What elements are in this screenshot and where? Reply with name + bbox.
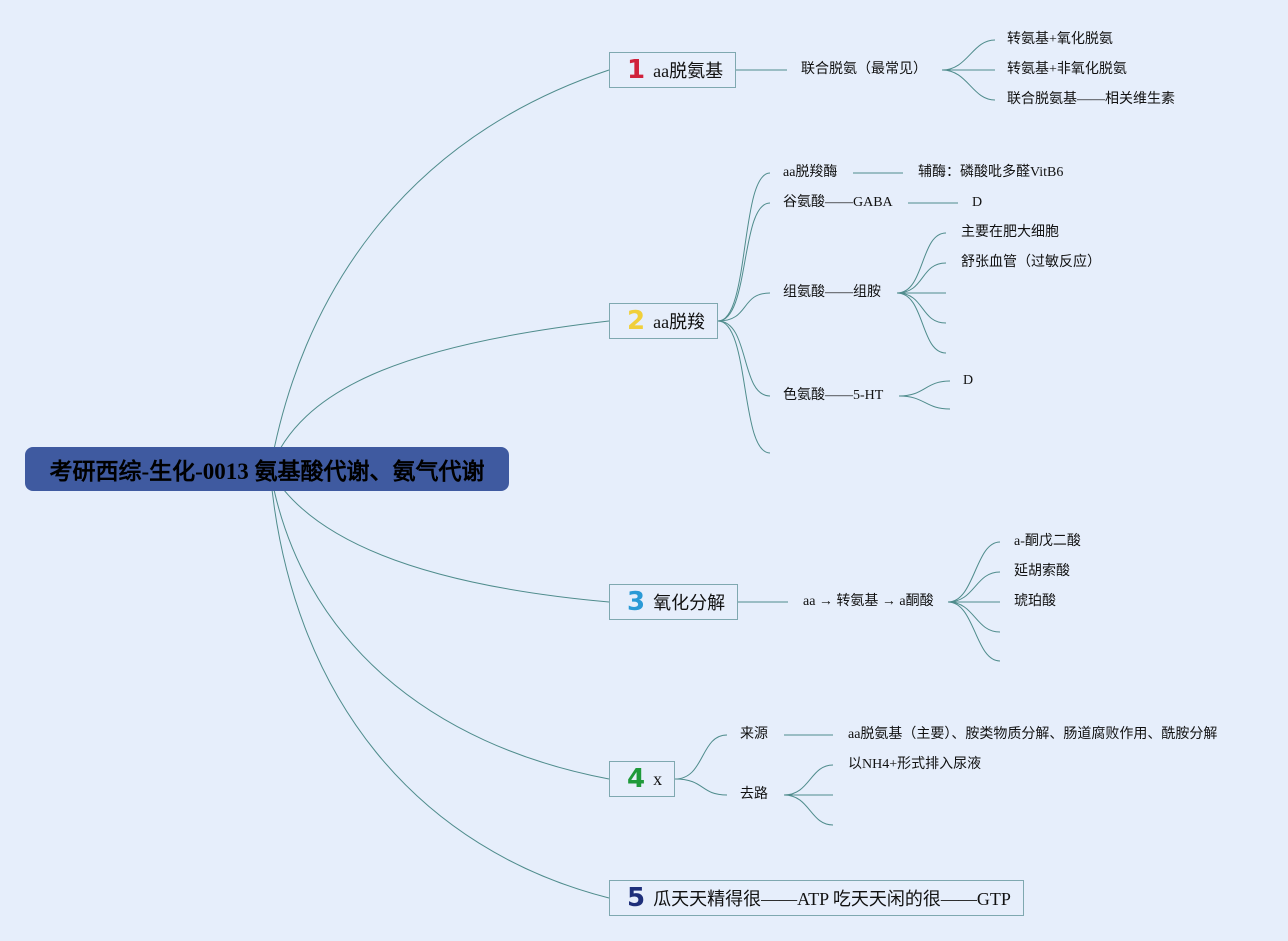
number-3-icon: 3 [627, 587, 646, 617]
subtopic[interactable]: 组氨酸——组胺 [783, 285, 881, 300]
topic-label: x [653, 768, 663, 789]
link-root-topic-2 [269, 320, 610, 471]
topic-label: aa脱羧 [653, 312, 706, 332]
topic-2[interactable]: 2 aa脱羧 [609, 303, 718, 339]
leaf-item[interactable]: 延胡索酸 [1014, 564, 1070, 579]
link-root-topic-1 [269, 69, 610, 471]
subtopic[interactable]: aa → 转氨基 → a酮酸 [803, 594, 934, 609]
number-5-icon: 5 [627, 883, 646, 913]
topic-1[interactable]: 1 aa脱氨基 [609, 52, 736, 88]
leaf-item[interactable]: 舒张血管（过敏反应） [961, 255, 1101, 270]
leaf-item[interactable]: D [963, 373, 974, 388]
topic-label: 氧化分解 [653, 593, 726, 613]
leaf-item[interactable]: D [972, 195, 983, 210]
subtopic[interactable]: 联合脱氨（最常见） [801, 62, 927, 77]
subtopic[interactable]: aa脱羧酶 [783, 165, 838, 180]
link-root-topic-3 [269, 469, 610, 603]
link-root-topic-5 [269, 469, 610, 899]
link-root-topic-4 [269, 469, 610, 780]
number-4-icon: 4 [627, 764, 646, 794]
topic-label: 瓜天天精得很——ATP 吃天天闲的很——GTP [653, 889, 1011, 909]
leaf-item[interactable]: 琥珀酸 [1014, 594, 1056, 609]
leaf-item[interactable]: aa脱氨基（主要）、胺类物质分解、肠道腐败作用、酰胺分解 [848, 727, 1218, 742]
leaf-item[interactable]: 转氨基+非氧化脱氨 [1007, 62, 1127, 77]
topic-4[interactable]: 4 x [609, 761, 675, 797]
subtopic[interactable]: 色氨酸——5-HT [783, 388, 884, 403]
subtopic[interactable]: 去路 [740, 787, 768, 802]
leaf-item[interactable]: a-酮戊二酸 [1014, 534, 1081, 549]
subtopic[interactable]: 谷氨酸——GABA [783, 195, 893, 210]
topic-3[interactable]: 3 氧化分解 [609, 584, 738, 620]
number-1-icon: 1 [627, 55, 646, 85]
leaf-item[interactable]: 联合脱氨基——相关维生素 [1007, 92, 1175, 107]
leaf-item[interactable]: 辅酶：磷酸吡多醛VitB6 [918, 165, 1064, 180]
root-topic[interactable]: 考研西综-生化-0013 氨基酸代谢、氨气代谢 [25, 447, 509, 491]
subtopic[interactable]: 来源 [740, 727, 768, 742]
root-title: 考研西综-生化-0013 氨基酸代谢、氨气代谢 [49, 459, 485, 484]
leaf-item[interactable]: 转氨基+氧化脱氨 [1007, 32, 1113, 47]
leaf-item[interactable]: 以NH4+形式排入尿液 [848, 757, 982, 772]
leaf-item[interactable]: 主要在肥大细胞 [961, 225, 1059, 240]
number-2-icon: 2 [627, 306, 646, 336]
topic-label: aa脱氨基 [653, 61, 724, 81]
topic-5[interactable]: 5 瓜天天精得很——ATP 吃天天闲的很——GTP [609, 880, 1024, 916]
